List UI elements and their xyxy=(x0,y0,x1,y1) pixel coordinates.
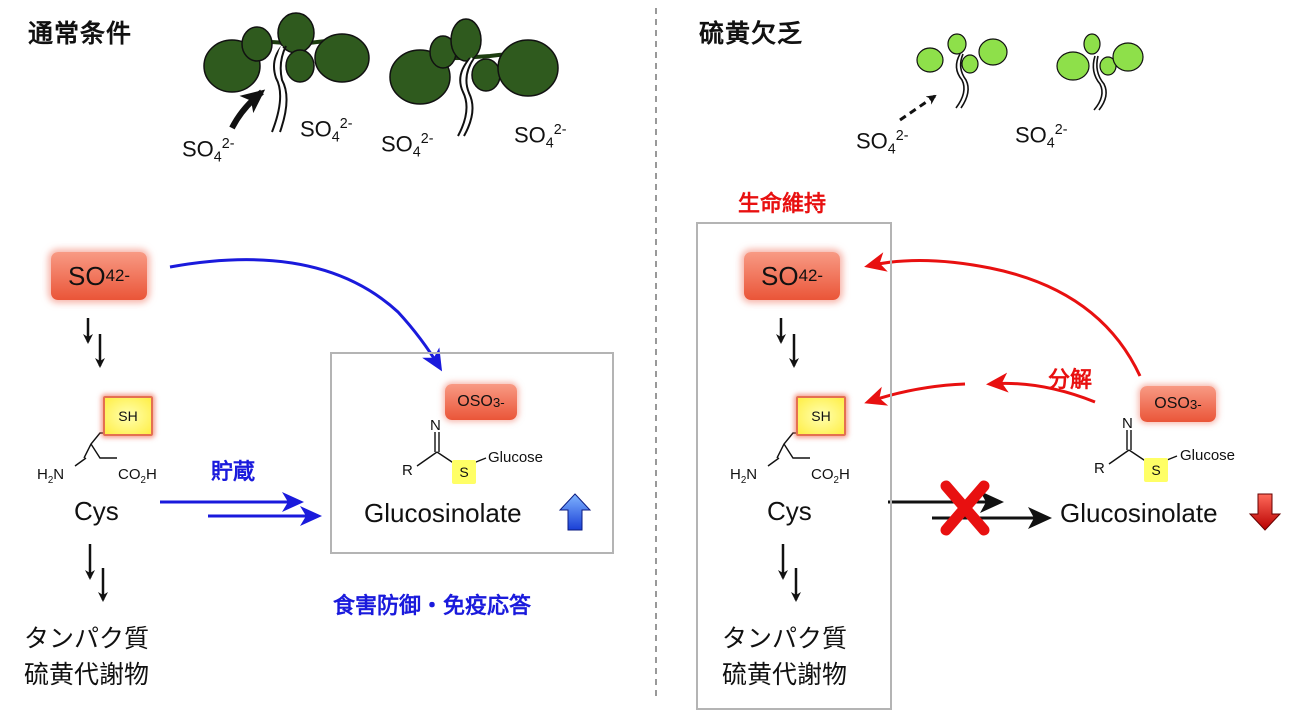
uptake-arrow-strong xyxy=(229,89,266,130)
sulfur-metabolite-label-right: 硫黄代謝物 xyxy=(722,660,848,689)
root-left-1 xyxy=(271,45,288,133)
storage-label: 貯蔵 xyxy=(211,460,256,485)
soil-sulfate-left-2: SO42- xyxy=(300,116,353,146)
heading-sulfur-deficiency: 硫黄欠乏 xyxy=(699,19,804,48)
defense-label: 食害防御・免疫応答 xyxy=(333,594,532,619)
sulfur-left: S xyxy=(452,460,476,484)
red-arrow-to-cys-1 xyxy=(986,372,1096,404)
right-double-arrow-1 xyxy=(776,318,799,368)
uptake-arrow-weak xyxy=(899,94,937,122)
downstream-left: タンパク質 硫黄代謝物 xyxy=(24,621,149,693)
sulfur-right: S xyxy=(1144,458,1168,482)
soil-sulfate-right-2: SO42- xyxy=(1015,122,1068,152)
r-group-right: R xyxy=(1094,460,1105,477)
r-group-left: R xyxy=(402,462,413,479)
up-arrow-icon xyxy=(558,493,592,531)
red-arc-to-sulfate xyxy=(864,252,1142,377)
soil-sulfate-right-1: SO42- xyxy=(856,128,909,158)
carboxyl-left: CO2H xyxy=(118,466,157,486)
heading-normal: 通常条件 xyxy=(28,19,133,48)
soil-sulfate-left-3: SO42- xyxy=(381,131,434,161)
survival-label: 生命維持 xyxy=(738,192,827,217)
blue-arc-arrow xyxy=(169,258,443,372)
sh-group-left: SH xyxy=(103,396,153,436)
plant-left-1 xyxy=(203,12,370,93)
glucose-left: Glucose xyxy=(488,449,544,466)
sulfur-metabolite-label-left: 硫黄代謝物 xyxy=(24,660,150,689)
amine-right: H2N xyxy=(730,466,758,486)
root-left-2 xyxy=(457,57,475,137)
right-double-arrow-2 xyxy=(778,544,801,602)
red-x-icon xyxy=(940,480,990,536)
glucosinolate-label-right: Glucosinolate xyxy=(1060,498,1218,528)
carboxyl-right: CO2H xyxy=(811,466,850,486)
glucose-right: Glucose xyxy=(1180,447,1236,464)
degradation-label: 分解 xyxy=(1048,368,1093,393)
glucosinolate-frame-left xyxy=(330,352,614,554)
protein-label-left: タンパク質 xyxy=(24,624,150,653)
root-right-2 xyxy=(1092,55,1107,111)
cys-label-right: Cys xyxy=(767,496,812,526)
glucosinolate-label-left: Glucosinolate xyxy=(364,498,522,528)
left-double-arrow-1 xyxy=(83,318,105,368)
root-right-1 xyxy=(955,53,969,109)
plant-right-2 xyxy=(1056,33,1144,81)
red-arrow-to-cys-2 xyxy=(864,382,966,406)
protein-label-right: タンパク質 xyxy=(722,624,848,653)
sh-group-right: SH xyxy=(796,396,846,436)
plant-left-2 xyxy=(389,18,559,105)
soil-sulfate-left-1: SO42- xyxy=(182,136,235,166)
left-double-arrow-2 xyxy=(85,544,108,602)
soil-sulfate-left-4: SO42- xyxy=(514,122,567,152)
cys-label-left: Cys xyxy=(74,496,119,526)
nitrogen-left: N xyxy=(430,417,441,434)
nitrogen-right: N xyxy=(1122,415,1133,432)
downstream-right: タンパク質 硫黄代謝物 xyxy=(722,621,847,693)
plant-right-1 xyxy=(916,33,1008,74)
survival-frame xyxy=(696,222,892,710)
down-arrow-icon xyxy=(1248,493,1282,531)
amine-left: H2N xyxy=(37,466,65,486)
